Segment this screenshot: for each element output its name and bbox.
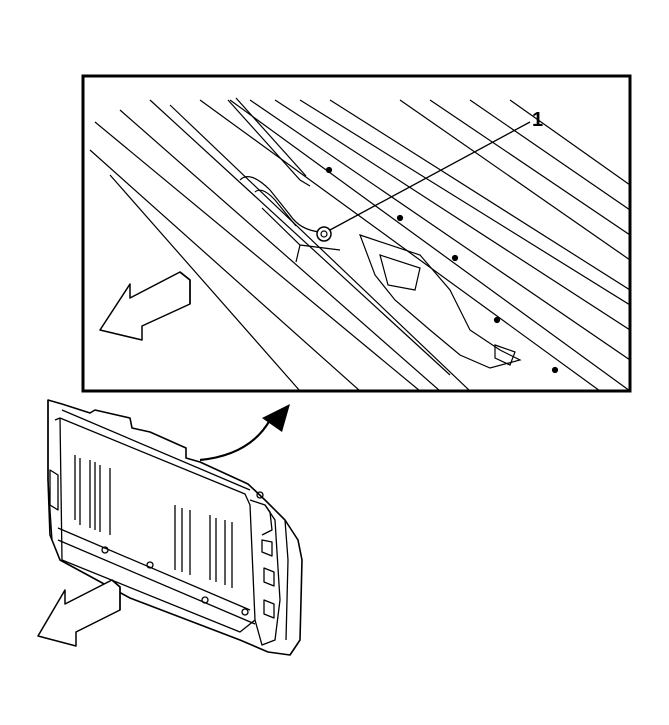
detail-view: 1	[81, 74, 632, 393]
tailgate-panel	[47, 399, 303, 656]
front-direction-arrow-upper	[99, 271, 191, 341]
curved-pointer-arrow	[199, 404, 290, 462]
callout-leader-line	[329, 121, 531, 231]
detail-frame	[81, 74, 632, 393]
front-direction-arrow-lower	[37, 579, 121, 647]
callout-fastener-marker	[316, 226, 332, 242]
callout-label: 1	[532, 109, 543, 131]
